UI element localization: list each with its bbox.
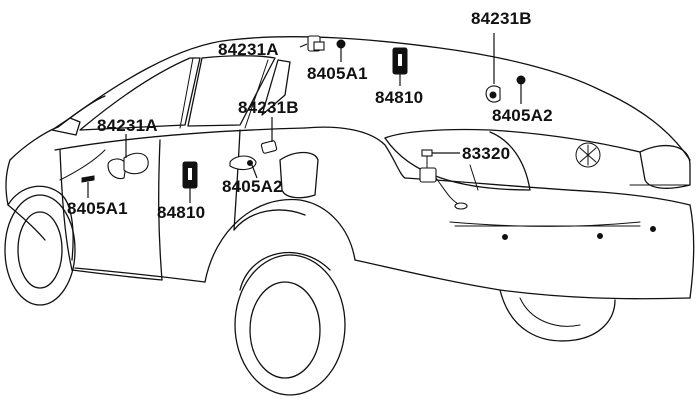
bolt-8405a1-top — [336, 39, 346, 49]
screw-8405a1-left — [81, 175, 95, 183]
hinge-84231a-top — [307, 35, 325, 52]
switch-83320 — [419, 149, 468, 210]
bolt-8405a2-right — [516, 75, 526, 85]
lock-84810-mid — [182, 161, 198, 189]
label-84810-mid: 84810 — [157, 203, 205, 222]
label-8405a2-mid: 8405A2 — [222, 177, 283, 196]
handle-84231a-left — [107, 152, 149, 180]
label-84231b-top: 84231B — [471, 9, 532, 28]
label-83320: 83320 — [462, 144, 510, 163]
lock-84810-top — [392, 47, 408, 75]
label-84231a-top: 84231A — [218, 40, 279, 59]
label-8405a1-left: 8405A1 — [67, 199, 128, 218]
car-body — [5, 36, 695, 300]
front-wheel — [4, 194, 76, 306]
label-84231a-left: 84231A — [97, 116, 158, 135]
rear-wheel — [234, 251, 346, 396]
label-84231b-mid: 84231B — [238, 98, 299, 117]
label-84810-top: 84810 — [375, 88, 423, 107]
rear-right-wheel — [499, 289, 616, 342]
hinge-84231b-mid — [260, 140, 278, 154]
label-8405a1-top: 8405A1 — [307, 64, 368, 83]
leader-lines — [87, 33, 522, 203]
handle-8405a2-mid — [229, 155, 257, 171]
hinge-84231b-right — [485, 85, 501, 103]
label-8405a2-right: 8405A2 — [492, 106, 553, 125]
